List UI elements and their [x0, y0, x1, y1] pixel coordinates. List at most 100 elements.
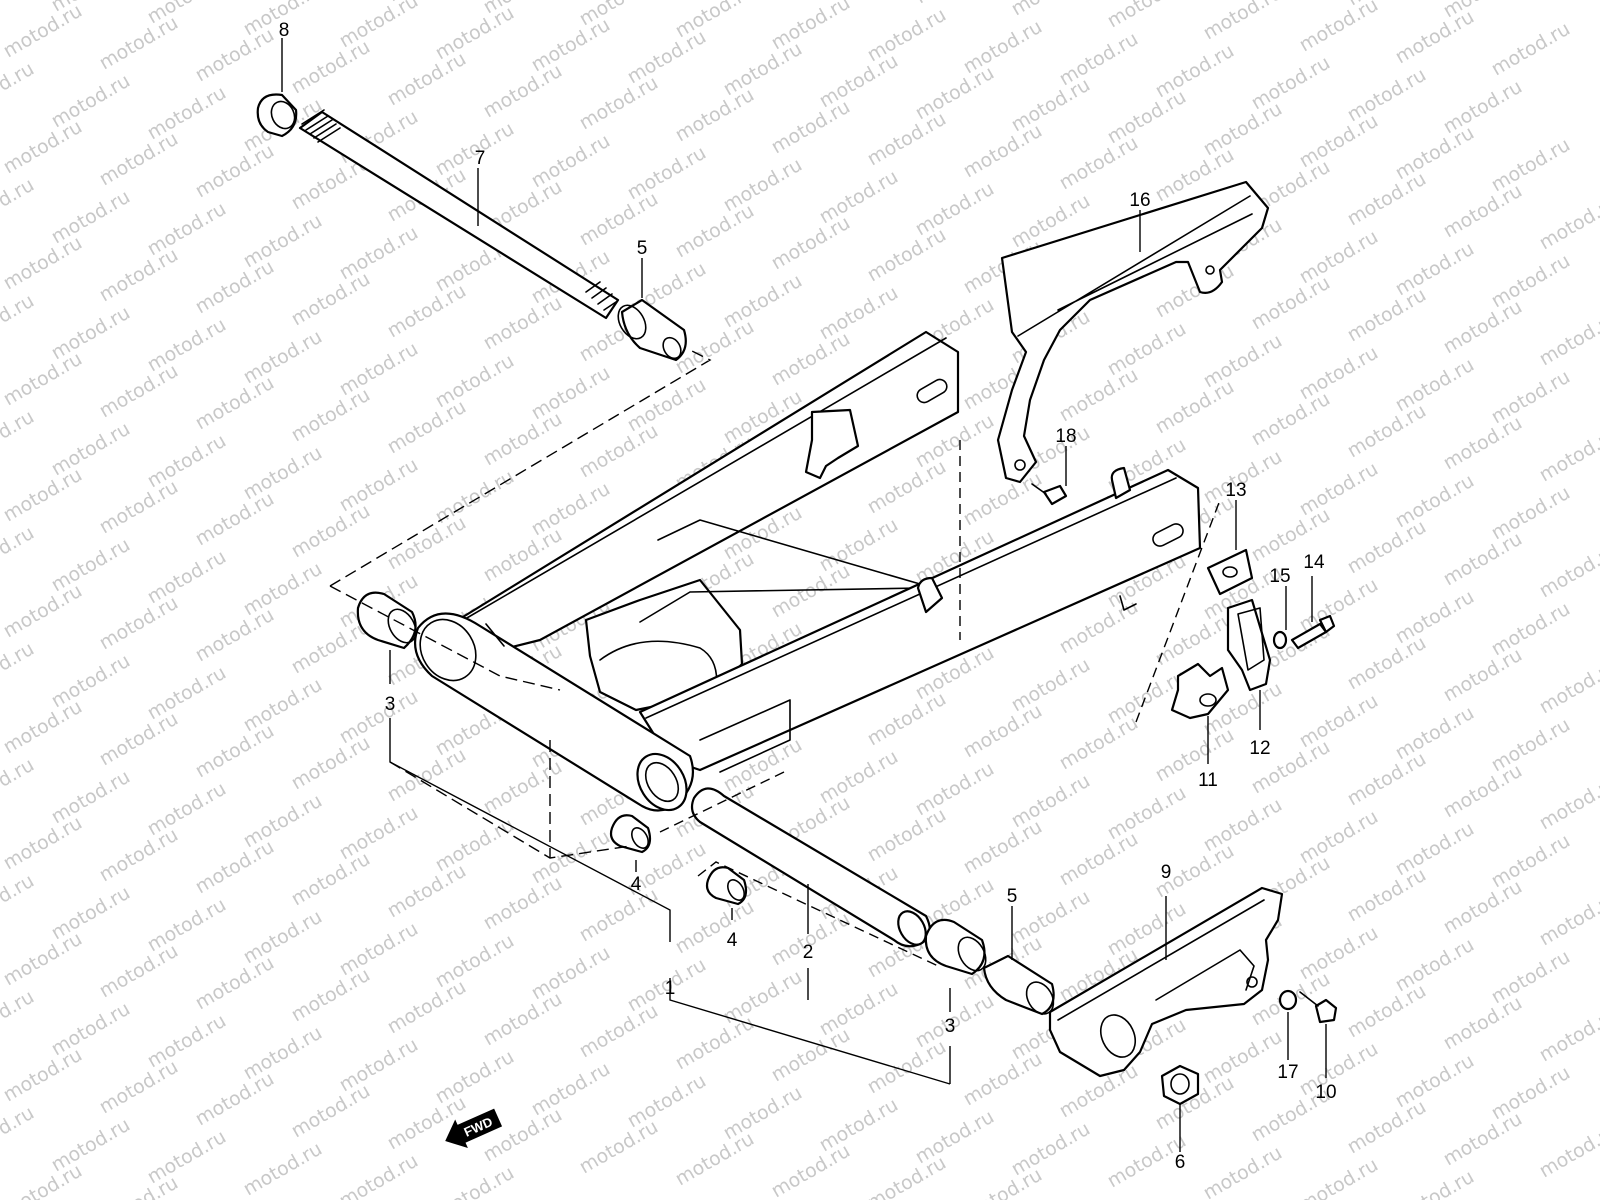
watermark-text: motod.ru — [192, 1068, 278, 1131]
watermark-text: motod.ru — [0, 464, 86, 527]
callout-3-left: 3 — [385, 694, 396, 715]
watermark-text: motod.ru — [816, 746, 902, 809]
watermark-text: motod.ru — [240, 790, 326, 853]
watermark-text: motod.ru — [192, 952, 278, 1015]
watermark-text: motod.ru — [960, 468, 1046, 531]
watermark-text: motod.ru — [1296, 110, 1382, 173]
watermark-text: motod.ru — [336, 222, 422, 285]
watermark-text: motod.ru — [0, 696, 86, 759]
watermark-text: motod.ru — [0, 0, 38, 4]
watermark-text: motod.ru — [1200, 98, 1286, 161]
watermark-text: motod.ru — [1344, 980, 1430, 1043]
watermark-text: motod.ru — [1296, 0, 1382, 56]
watermark-text: motod.ru — [336, 802, 422, 865]
watermark-text: motod.ru — [480, 756, 566, 819]
watermark-text: motod.ru — [672, 1128, 758, 1191]
watermark-text: motod.ru — [1344, 748, 1430, 811]
watermark-text: motod.ru — [0, 1044, 86, 1107]
watermark-text: motod.ru — [1008, 1118, 1094, 1181]
watermark-text: motod.ru — [576, 1000, 662, 1063]
watermark-text: motod.ru — [192, 372, 278, 435]
watermark-text: motod.ru — [720, 1082, 806, 1145]
watermark-text: motod.ru — [192, 604, 278, 667]
watermark-text: motod.ru — [1296, 574, 1382, 637]
part-9-chain-buffer — [1048, 886, 1284, 1078]
watermark-text: motod.ru — [624, 26, 710, 89]
watermark-text: motod.ru — [0, 348, 86, 411]
watermark-text: motod.ru — [144, 82, 230, 145]
watermark-text: motod.ru — [1200, 794, 1286, 857]
watermark-text: motod.ru — [1104, 782, 1190, 845]
watermark-text: motod.ru — [336, 1150, 422, 1200]
watermark-text: motod.ru — [480, 988, 566, 1051]
watermark-text: motod.ru — [240, 906, 326, 969]
callout-10: 10 — [1315, 1082, 1336, 1103]
watermark-text: motod.ru — [864, 108, 950, 171]
watermark-text: motod.ru — [1440, 760, 1526, 823]
watermark-text: motod.ru — [144, 546, 230, 609]
watermark-text: motod.ru — [288, 36, 374, 99]
watermark-text: motod.ru — [672, 200, 758, 263]
part-18-screw — [1031, 483, 1068, 506]
watermark-text: motod.ru — [1488, 482, 1574, 545]
watermark-text: motod.ru — [0, 58, 38, 121]
watermark-text: motod.ru — [144, 198, 230, 261]
watermark-text: motod.ru — [1440, 876, 1526, 939]
watermark-text: motod.ru — [816, 1094, 902, 1157]
watermark-text: motod.ru — [96, 128, 182, 191]
watermark-text: motod.ru — [96, 940, 182, 1003]
watermark-text: motod.ru — [144, 662, 230, 725]
watermark-text: motod.ru — [912, 0, 998, 8]
watermark-text: motod.ru — [1440, 992, 1526, 1055]
watermark-text: motod.ru — [0, 522, 38, 585]
watermark-text: motod.ru — [288, 964, 374, 1027]
callout-5-lower: 5 — [1007, 886, 1018, 907]
callout-14: 13 — [1225, 480, 1246, 501]
watermark-text: motod.ru — [48, 766, 134, 829]
watermark-text: motod.ru — [816, 978, 902, 1041]
watermark-text: motod.ru — [288, 384, 374, 447]
watermark-text: motod.ru — [0, 406, 38, 469]
part-6-pivot-shaft — [298, 109, 620, 320]
watermark-text: motod.ru — [1392, 818, 1478, 881]
watermark-text: motod.ru — [0, 174, 38, 237]
watermark-text: motod.ru — [288, 268, 374, 331]
watermark-text: motod.ru — [1392, 354, 1478, 417]
watermark-text: motod.ru — [912, 1106, 998, 1169]
watermark-text: motod.ru — [0, 580, 86, 643]
watermark-text: motod.ru — [48, 998, 134, 1061]
watermark-text: motod.ru — [1152, 724, 1238, 787]
watermark-text: motod.ru — [672, 1012, 758, 1075]
watermark-text: motod.ru — [1344, 64, 1430, 127]
watermark-text: motod.ru — [240, 1022, 326, 1085]
watermark-text: motod.ru — [480, 292, 566, 355]
watermark-text: motod.ru — [144, 314, 230, 377]
watermark-text: motod.ru — [1344, 516, 1430, 579]
watermark-text: motod.ru — [1200, 1026, 1286, 1089]
part-2-spacer-tube — [690, 787, 931, 948]
watermark-text: motod.ru — [1008, 770, 1094, 833]
watermark-text: motod.ru — [1440, 1108, 1526, 1171]
watermark-text: motod.ru — [960, 16, 1046, 79]
watermark-text: motod.ru — [576, 1116, 662, 1179]
watermark-text: motod.ru — [96, 1056, 182, 1119]
watermark-text: motod.ru — [240, 1138, 326, 1200]
watermark-text: motod.ru — [0, 812, 86, 875]
watermark-text: motod.ru — [1536, 192, 1600, 255]
watermark-text: motod.ru — [1152, 608, 1238, 671]
part-12-bracket — [1170, 662, 1230, 720]
part-16-washer — [1272, 630, 1288, 650]
watermark-text: motod.ru — [912, 758, 998, 821]
watermark-text: motod.ru — [96, 244, 182, 307]
watermark-text: motod.ru — [1392, 470, 1478, 533]
part-3-bearing-right — [924, 918, 987, 976]
watermark-text: motod.ru — [48, 418, 134, 481]
callout-7: 8 — [279, 20, 290, 41]
watermark-text: motod.ru — [192, 836, 278, 899]
watermark-text: motod.ru — [1344, 1096, 1430, 1159]
watermark-text: motod.ru — [240, 210, 326, 273]
watermark-text: motod.ru — [1392, 586, 1478, 649]
watermark-text: motod.ru — [1200, 0, 1286, 44]
watermark-text: motod.ru — [384, 396, 470, 459]
